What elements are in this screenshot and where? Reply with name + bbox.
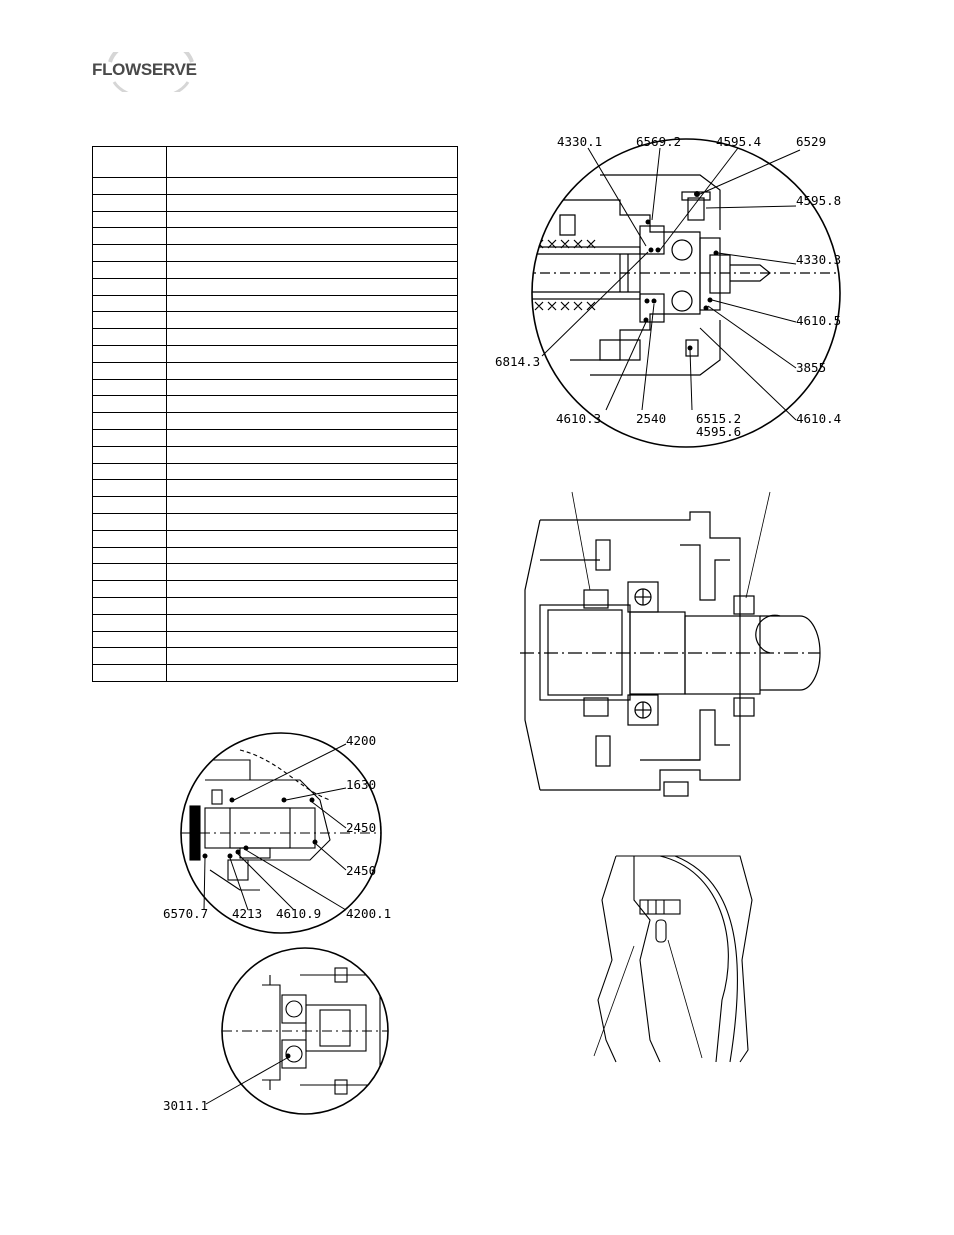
table-row	[92, 177, 458, 195]
callout-label: 6569.2	[636, 134, 681, 149]
flowserve-logo: FLOWSERVE	[92, 52, 212, 92]
callout-label: 2450	[346, 863, 376, 878]
table-row	[92, 664, 458, 682]
bearing-end-detail-figure: 3011.1	[163, 947, 389, 1115]
table-row	[92, 647, 458, 666]
callout-label: 6515.2	[696, 411, 741, 426]
shaft-seal-detail-figure	[593, 855, 753, 1063]
logo-arc-icon	[108, 52, 194, 92]
table-row	[92, 344, 458, 363]
table-cell	[166, 146, 458, 178]
callout-label: 4610.4	[796, 411, 841, 426]
table-row	[92, 412, 458, 430]
table-row	[92, 630, 458, 649]
callout-label: 6814.3	[495, 354, 540, 369]
table-row	[92, 479, 458, 498]
callout-label: 4595.8	[796, 193, 841, 208]
table-row	[92, 428, 458, 447]
coupling-detail-figure: 4200 1630 2450 2450 4200.1 4610.9 4213 6…	[163, 732, 391, 934]
callout-label: 2540	[636, 411, 666, 426]
table-cell	[166, 664, 458, 682]
callout-label: 4200.1	[346, 906, 391, 921]
callout-label: 4595.4	[716, 134, 761, 149]
parts-list-table	[92, 146, 458, 682]
table-row	[92, 596, 458, 615]
callout-label: 6570.7	[163, 906, 208, 921]
callout-label: 4610.3	[556, 411, 601, 426]
callout-label: 4213	[232, 906, 262, 921]
table-row	[92, 311, 458, 330]
callout-label: 4610.9	[276, 906, 321, 921]
callout-label: 1630	[346, 777, 376, 792]
table-row	[92, 193, 458, 212]
table-cell	[92, 146, 167, 178]
callout-label: 3855	[796, 360, 826, 375]
callout-label: 4330.1	[557, 134, 602, 149]
table-row	[92, 496, 458, 514]
callout-label: 6529	[796, 134, 826, 149]
table-row	[92, 462, 458, 481]
brand-name: FLOWSERVE	[92, 60, 197, 79]
callout-label: 4200	[346, 733, 376, 748]
bearing-housing-section-figure	[520, 491, 821, 797]
callout-label: 4330.3	[796, 252, 841, 267]
callout-label: 4610.5	[796, 313, 841, 328]
callout-label: 2450	[346, 820, 376, 835]
bearing-seal-detail-figure: 4330.1 6569.2 4595.4 6529 4595.8 4330.3 …	[495, 134, 841, 448]
table-header-row	[92, 146, 458, 178]
callout-label: 3011.1	[163, 1098, 208, 1113]
table-row	[92, 546, 458, 565]
callout-label: 4595.6	[696, 424, 741, 439]
